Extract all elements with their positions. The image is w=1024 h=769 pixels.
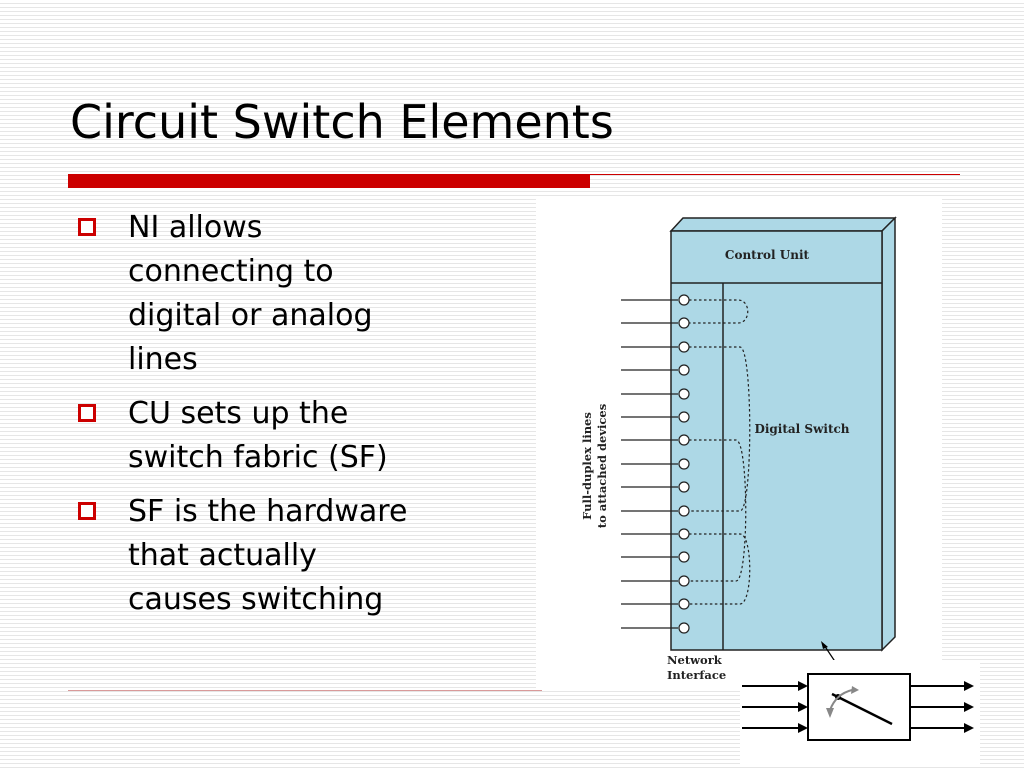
internal-connection (689, 346, 751, 512)
square-bullet-icon (78, 218, 96, 236)
bullet-text: SF is the hardware that actually causes … (128, 494, 408, 617)
port-circle (678, 341, 690, 353)
bullet-text: NI allows connecting to digital or analo… (128, 210, 373, 377)
box-top-face (669, 217, 897, 232)
port-circle (678, 388, 690, 400)
bullet-item: NI allows connecting to digital or analo… (78, 206, 498, 382)
port-circle (678, 598, 690, 610)
circuit-switch-diagram: Control Unit Digital Switch Full-duplex … (536, 196, 942, 690)
port-circle (678, 481, 690, 493)
port-circle (678, 551, 690, 563)
port-circle (678, 434, 690, 446)
switch-symbol (740, 660, 980, 764)
input-arrow-head-icon (798, 702, 808, 712)
footer-divider (68, 690, 542, 691)
internal-connection (689, 533, 751, 605)
port-circle (678, 622, 690, 634)
line-group (621, 294, 751, 634)
bullet-item: SF is the hardware that actually causes … (78, 490, 498, 622)
port-circle (678, 458, 690, 470)
input-arrow-head-icon (798, 681, 808, 691)
port-circle (678, 364, 690, 376)
output-arrow-head-icon (964, 723, 974, 733)
switch-symbol-svg (742, 673, 974, 741)
box-side-face (881, 216, 896, 652)
bullet-list: NI allows connecting to digital or analo… (78, 206, 498, 632)
rotate-arrow-tail-icon (826, 708, 834, 718)
rotate-arrow-icon (829, 689, 853, 711)
output-arrow-head-icon (964, 702, 974, 712)
input-arrow-head-icon (798, 723, 808, 733)
switch-blade (831, 692, 893, 726)
port-circle (678, 294, 690, 306)
lines-label-line1: Full-duplex lines (580, 412, 594, 520)
title-underline-thin (590, 174, 960, 175)
control-unit-label: Control Unit (725, 248, 810, 262)
bullet-item: CU sets up the switch fabric (SF) (78, 392, 498, 480)
switch-box (670, 230, 883, 651)
square-bullet-icon (78, 404, 96, 422)
port-circle (678, 575, 690, 587)
digital-switch-label: Digital Switch (754, 422, 849, 436)
square-bullet-icon (78, 502, 96, 520)
pointer-arrow-head (821, 641, 828, 649)
slide-title: Circuit Switch Elements (70, 95, 614, 149)
network-interface-label-line2: Interface (667, 668, 726, 682)
port-circle (678, 411, 690, 423)
port-circle (678, 317, 690, 329)
diagram-svg: Control Unit Digital Switch Full-duplex … (580, 216, 897, 682)
port-circle (678, 528, 690, 540)
bullet-text: CU sets up the switch fabric (SF) (128, 396, 388, 475)
port-circle (678, 505, 690, 517)
network-interface-label-line1: Network (667, 653, 723, 667)
symbol-arrow-group (742, 681, 974, 733)
rotate-arrow-head-icon (851, 686, 859, 694)
title-underline-red (68, 174, 590, 188)
lines-label-line2: to attached devices (595, 404, 609, 528)
output-arrow-head-icon (964, 681, 974, 691)
internal-connection (689, 299, 749, 324)
internal-connection (689, 439, 747, 582)
